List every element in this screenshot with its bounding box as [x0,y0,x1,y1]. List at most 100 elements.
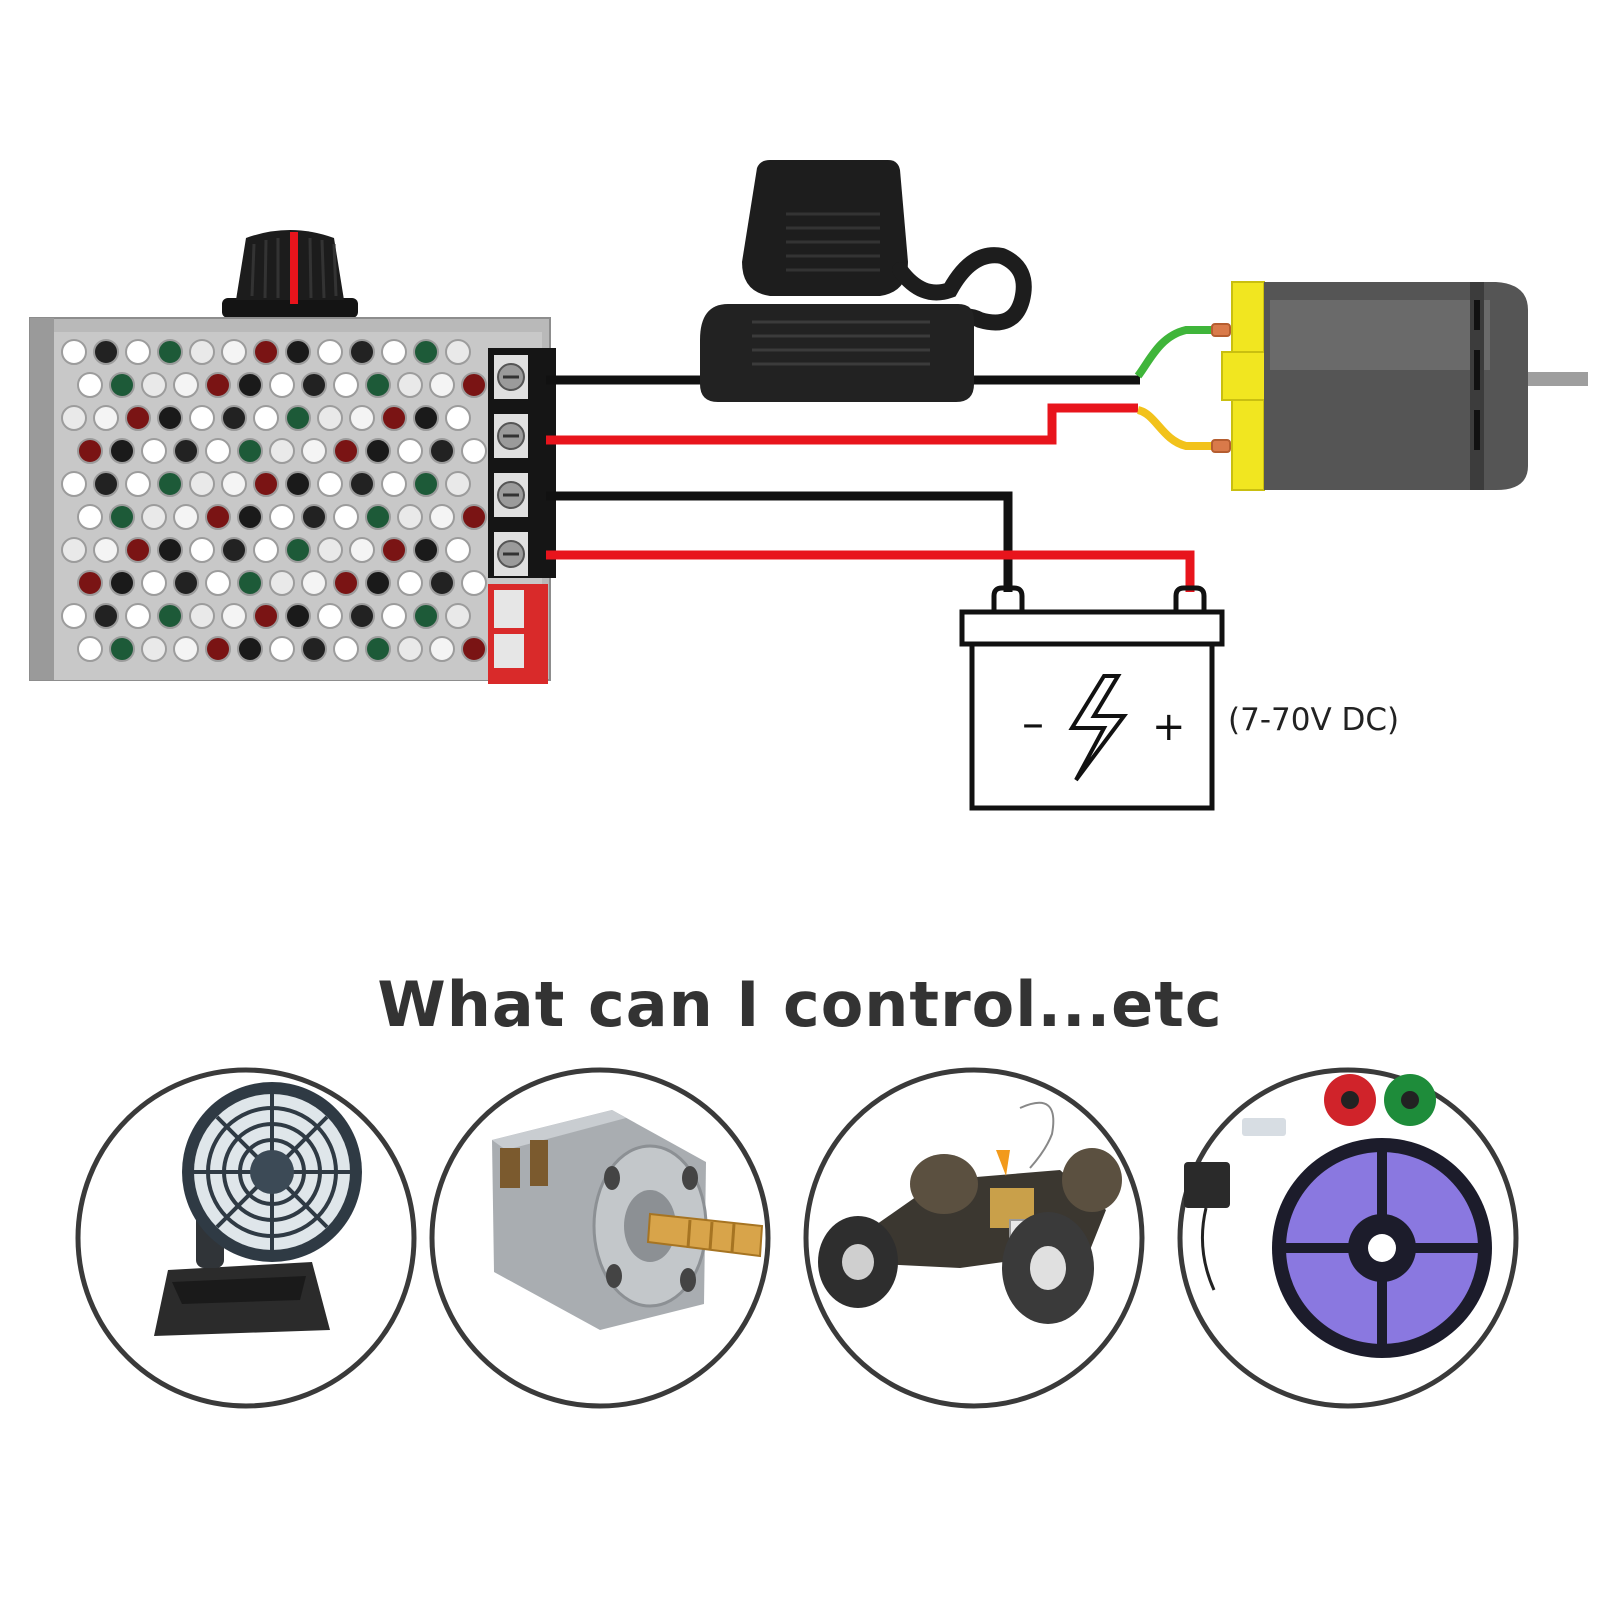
grille-hole [141,570,167,596]
grille-hole [285,603,311,629]
grille-hole [253,537,279,563]
battery [959,585,1225,811]
grille-hole [413,405,439,431]
screw-terminal-4 [494,532,528,576]
wire-battery-negative [546,491,1013,592]
grille-hole [381,603,407,629]
grille-hole [253,339,279,365]
grille-hole [93,339,119,365]
grille-hole [157,405,183,431]
grille-hole [93,603,119,629]
example-led-strip [1177,1067,1519,1409]
grille-hole [445,537,471,563]
dc-motor-icon [492,1110,764,1330]
grille-hole [397,372,423,398]
grille-hole [349,537,375,563]
grille-hole [189,405,215,431]
grille-hole [157,537,183,563]
voltage-range-label: (7-70V DC) [1228,702,1400,738]
grille-hole [189,603,215,629]
inline-fuse-holder [700,160,1032,402]
battery-plus-label: + [1152,704,1186,750]
grille-hole [397,438,423,464]
grille-hole [109,372,135,398]
grille-hole [349,405,375,431]
grille-hole [333,372,359,398]
grille-hole [125,339,151,365]
grille-hole [349,339,375,365]
grille-hole [125,405,151,431]
clip-fan-icon [154,1082,362,1336]
grille-hole [269,438,295,464]
grille-hole [461,372,487,398]
grille-hole [61,405,87,431]
grille-hole [445,471,471,497]
grille-hole [365,372,391,398]
grille-hole [125,603,151,629]
wires [546,323,1231,592]
grille-hole [173,438,199,464]
grille-hole [461,438,487,464]
battery-minus-label: – [1022,698,1044,749]
grille-hole [205,570,231,596]
grille-hole [237,372,263,398]
grille-hole [333,570,359,596]
grille-hole [237,438,263,464]
grille-hole [221,471,247,497]
grille-hole [429,504,455,530]
grille-hole [173,636,199,662]
grille-hole [237,636,263,662]
led-strip-icon [1184,1074,1492,1358]
grille-hole [461,504,487,530]
screw-terminal-3 [494,473,528,517]
grille-hole [141,372,167,398]
grille-hole [125,537,151,563]
section-title: What can I control...etc [377,968,1223,1041]
grille-hole [189,339,215,365]
grille-hole [93,471,119,497]
grille-hole [301,504,327,530]
rc-car-icon [818,1101,1122,1324]
grille-hole [61,339,87,365]
grille-hole [61,471,87,497]
grille-hole [381,339,407,365]
grille-hole [77,504,103,530]
grille-hole [381,405,407,431]
grille-hole [317,405,343,431]
grille-hole [109,504,135,530]
grille-hole [269,570,295,596]
grille-hole [237,504,263,530]
grille-hole [77,636,103,662]
grille-hole [253,405,279,431]
grille-hole [237,570,263,596]
grille-hole [285,537,311,563]
grille-hole [125,471,151,497]
grille-hole [205,372,231,398]
grille-hole [445,339,471,365]
grille-hole [109,570,135,596]
grille-hole [269,504,295,530]
grille-hole [61,537,87,563]
grille-hole [141,636,167,662]
grille-hole [397,504,423,530]
grille-hole [413,537,439,563]
grille-hole [333,438,359,464]
grille-hole [205,504,231,530]
grille-hole [461,570,487,596]
grille-hole [221,405,247,431]
grille-hole [253,471,279,497]
grille-hole [413,339,439,365]
grille-hole [317,339,343,365]
control-knob [222,230,358,318]
grille-hole [173,372,199,398]
grille-hole [365,570,391,596]
perforated-grille [61,339,487,662]
grille-hole [365,438,391,464]
grille-hole [397,570,423,596]
grille-hole [173,504,199,530]
grille-hole [77,372,103,398]
dc-motor [1221,281,1588,491]
wire-motor-positive [546,403,1138,445]
grille-hole [205,438,231,464]
grille-hole [429,570,455,596]
